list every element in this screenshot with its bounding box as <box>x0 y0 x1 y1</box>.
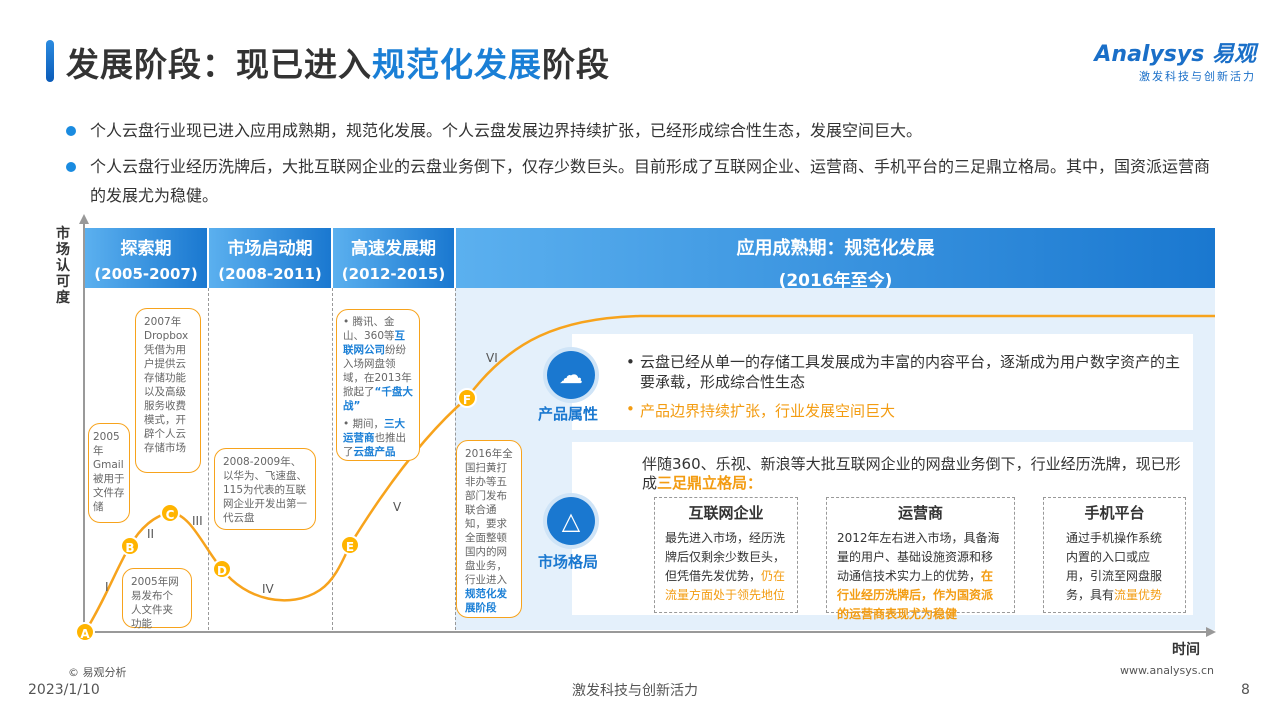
phase-label: I <box>105 580 109 594</box>
product-box <box>572 334 1193 430</box>
marker-d: D <box>212 559 232 579</box>
product-point-1: •云盘已经从单一的存储工具发展成为丰富的内容平台，逐渐成为用户数字资产的主要承载… <box>626 353 1181 391</box>
callout-dropbox: 2007年Dropbox凭借为用户提供云存储功能以及高级服务收费模式，开辟个人云… <box>135 308 201 473</box>
date: 2023/1/10 <box>28 682 100 698</box>
stage-mature: 应用成熟期：规范化发展(2016年至今) <box>456 228 1215 291</box>
divider <box>455 288 456 630</box>
market-label: 市场格局 <box>538 553 599 571</box>
column-internet: 互联网企业最先进入市场，经历洗牌后仅剩余少数巨头，但凭借先发优势，仍在流量方面处… <box>654 497 798 613</box>
stage-launch: 市场启动期(2008-2011) <box>209 228 331 288</box>
bullet-1: 个人云盘行业现已进入应用成熟期，规范化发展。个人云盘发展边界持续扩张，已经形成综… <box>66 116 1216 145</box>
page-title: 发展阶段：现已进入规范化发展阶段 <box>66 45 610 84</box>
callout-e: • 腾讯、金山、360等互联网公司纷纷入场网盘领域，在2013年掀起了“千盘大战… <box>336 309 420 461</box>
x-axis-label: 时间 <box>1172 642 1200 658</box>
analysys-logo: Analysys 易观激发科技与创新活力 <box>1094 42 1256 83</box>
callout-f: 2016年全国扫黄打非办等五部门发布联合通知，要求全面整顿国内的网盘业务，行业进… <box>456 440 522 618</box>
stage-explore: 探索期(2005-2007) <box>85 228 207 288</box>
copyright: © 易观分析 <box>68 666 127 679</box>
callout-huawei: 2008-2009年、以华为、飞速盘、115为代表的互联网企业开发出第一代云盘 <box>214 448 316 530</box>
product-label: 产品属性 <box>538 405 599 423</box>
growth-curve <box>83 314 1215 633</box>
market-box <box>572 442 1193 615</box>
cloud-upload-icon: ☁ <box>547 351 595 399</box>
marker-b: B <box>120 536 140 556</box>
marker-c: C <box>160 503 180 523</box>
website[interactable]: www.analysys.cn <box>1120 664 1214 677</box>
bullet-2: 个人云盘行业经历洗牌后，大批互联网企业的云盘业务倒下，仅存少数巨头。目前形成了互… <box>66 152 1216 210</box>
callout-gmail: 2005年Gmail被用于文件存储 <box>88 423 130 523</box>
column-phone-platform: 手机平台通过手机操作系统内置的入口或应用，引流至网盘服务，具有流量优势 <box>1043 497 1186 613</box>
phase-label: IV <box>262 582 274 596</box>
page-number: 8 <box>1241 682 1250 698</box>
x-axis-arrow <box>1206 627 1216 637</box>
marker-e: E <box>340 535 360 555</box>
product-point-2: •产品边界持续扩张，行业发展空间巨大 <box>626 400 896 420</box>
triangle-structure-icon: △ <box>547 497 595 545</box>
phase-label: VI <box>486 351 498 365</box>
divider <box>208 288 209 630</box>
title-accent-bar <box>46 40 54 82</box>
y-axis-label: 市场认可度 <box>56 226 70 306</box>
footer-slogan: 激发科技与创新活力 <box>572 683 698 699</box>
marker-a: A <box>75 622 95 642</box>
callout-netease: 2005年网易发布个人文件夹功能 <box>122 568 192 630</box>
phase-label: V <box>393 500 402 514</box>
stage-growth: 高速发展期(2012-2015) <box>333 228 454 288</box>
market-intro: 伴随360、乐视、新浪等大批互联网企业的网盘业务倒下，行业经历洗牌，现已形成三足… <box>642 455 1181 492</box>
divider <box>332 288 333 630</box>
phase-label: III <box>192 514 203 528</box>
marker-f: F <box>457 388 477 408</box>
y-axis-arrow <box>79 214 89 224</box>
phase-label: II <box>147 527 155 541</box>
